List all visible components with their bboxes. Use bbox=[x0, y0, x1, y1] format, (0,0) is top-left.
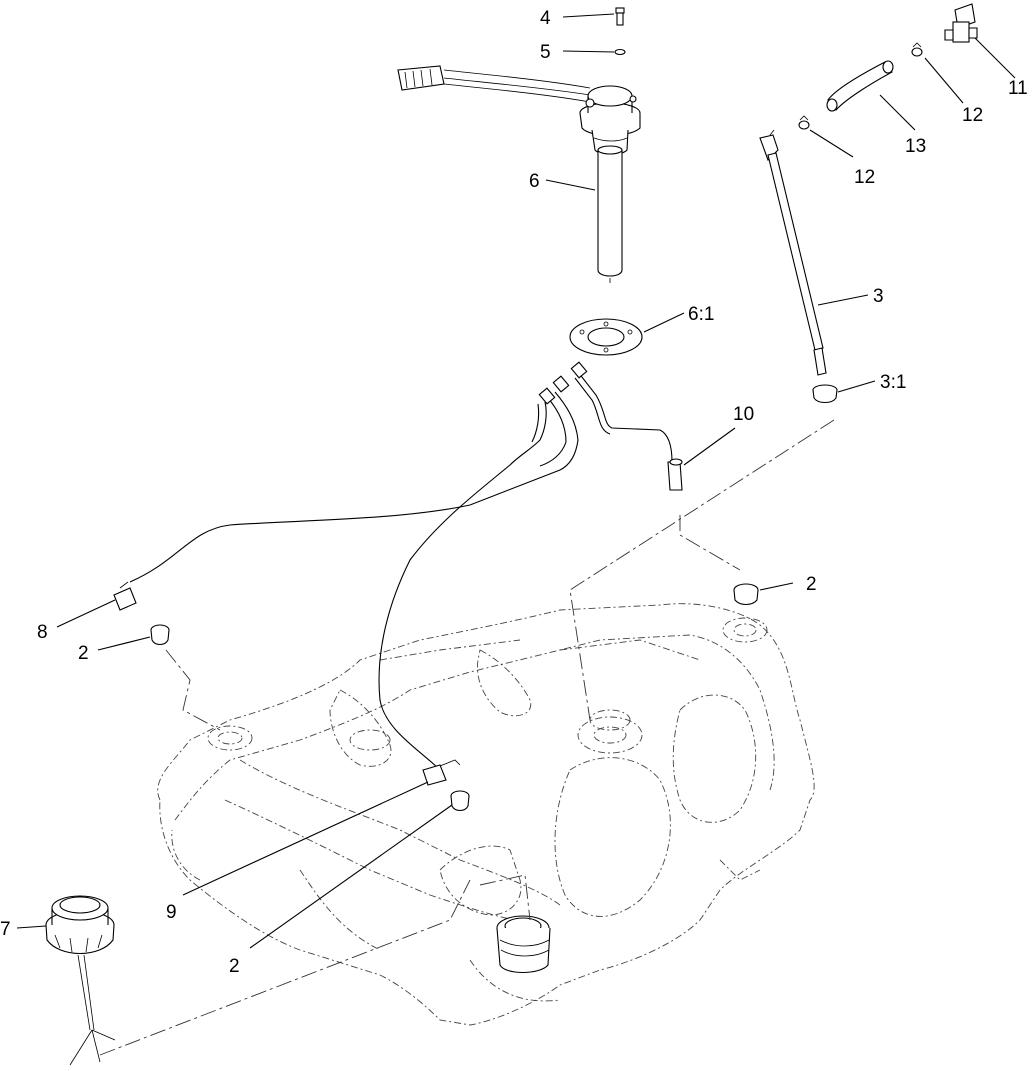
fuel-tank-icon bbox=[157, 603, 815, 1026]
gasket-icon bbox=[569, 318, 643, 356]
clamp-icon bbox=[911, 42, 923, 57]
callout-8: 8 bbox=[37, 622, 48, 643]
fuel-cap-icon bbox=[45, 895, 116, 1066]
callout-6: 6 bbox=[529, 171, 540, 192]
clamp-icon-2 bbox=[798, 115, 810, 130]
callout-7: 7 bbox=[0, 919, 11, 940]
callout-5: 5 bbox=[540, 42, 551, 63]
callout-3-1: 3:1 bbox=[880, 372, 906, 393]
callout-4: 4 bbox=[540, 8, 551, 29]
valve-icon bbox=[944, 3, 978, 43]
callout-2-bottom: 2 bbox=[229, 956, 240, 977]
grommet-icon-left bbox=[150, 624, 170, 646]
callout-11: 11 bbox=[1008, 78, 1028, 99]
grommet-icon-right bbox=[733, 583, 759, 606]
hose-icon bbox=[826, 60, 894, 112]
screw-icon bbox=[615, 7, 625, 26]
fuel-line-icon bbox=[129, 361, 673, 771]
callout-12-a: 12 bbox=[962, 105, 983, 126]
leader-lines bbox=[16, 13, 1016, 949]
callout-12-b: 12 bbox=[854, 167, 875, 188]
callout-2-right: 2 bbox=[806, 574, 817, 595]
vent-tube-icon bbox=[759, 129, 827, 376]
callout-6-1: 6:1 bbox=[688, 304, 714, 325]
callout-9: 9 bbox=[166, 902, 177, 923]
fitting-icon bbox=[667, 458, 683, 491]
fitting-icon-8 bbox=[113, 581, 137, 611]
callout-3: 3 bbox=[873, 286, 884, 307]
callout-2-left: 2 bbox=[78, 643, 89, 664]
phantom-lines bbox=[99, 419, 835, 1056]
filler-neck-icon bbox=[496, 915, 551, 974]
grommet-icon bbox=[812, 384, 838, 404]
grommet-icon-bottom bbox=[450, 790, 470, 812]
washer-icon bbox=[614, 48, 626, 56]
callout-labels: 4 5 6 6:1 3 3:1 10 11 12 12 13 2 2 8 9 2… bbox=[0, 8, 1028, 977]
callout-13: 13 bbox=[905, 136, 926, 157]
callout-10: 10 bbox=[733, 404, 754, 425]
fuel-sender-icon bbox=[397, 65, 641, 283]
fitting-icon-9 bbox=[422, 759, 461, 786]
